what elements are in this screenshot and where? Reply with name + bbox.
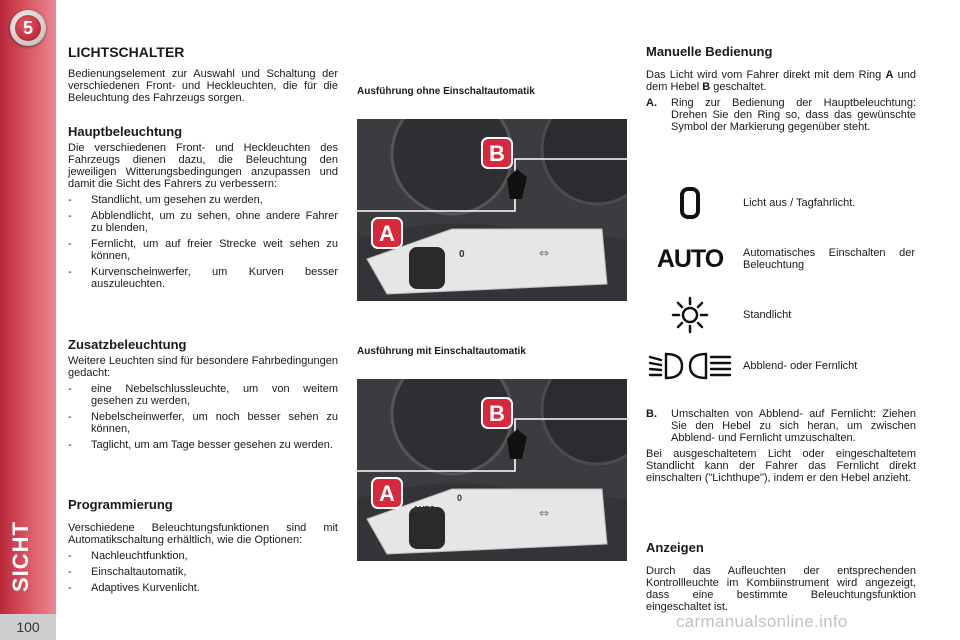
- lever-key: B: [702, 81, 711, 93]
- manual-item-b-block: B. Umschalten von Abblend- auf Fernlicht:…: [646, 408, 916, 484]
- label-a: A: [379, 481, 395, 506]
- intro-text: Bedienungselement zur Auswahl und Schalt…: [68, 68, 338, 104]
- chapter-badge: 5: [10, 10, 46, 46]
- zero-symbol-icon: [646, 180, 734, 226]
- list-item: A. Ring zur Bedienung der Hauptbeleuchtun…: [646, 97, 916, 133]
- additional-lighting-list: eine Nebelschlussleuchte, um von weitem …: [68, 383, 338, 451]
- headlight-icon: [646, 343, 734, 389]
- svg-text:⇔: ⇔: [539, 506, 549, 520]
- legend-row-off: Licht aus / Tagfahrlicht.: [646, 180, 916, 226]
- list-item: Nachleuchtfunktion,: [68, 550, 338, 562]
- list-item: B. Umschalten von Abblend- auf Fernlicht:…: [646, 408, 916, 444]
- intro-part: Das Licht wird vom Fahrer direkt mit dem…: [646, 69, 886, 81]
- svg-text:⇔: ⇔: [539, 246, 549, 260]
- chapter-number: 5: [15, 15, 41, 41]
- list-item: Standlicht, um gesehen zu werden,: [68, 194, 338, 206]
- manual-intro-block: Das Licht wird vom Fahrer direkt mit dem…: [646, 69, 916, 133]
- indicators-text: Durch das Aufleuchten der entsprechenden…: [646, 565, 916, 613]
- watermark: carmanualsonline.info: [676, 612, 848, 631]
- list-item: Einschaltautomatik,: [68, 566, 338, 578]
- intro-block: Bedienungselement zur Auswahl und Schalt…: [68, 68, 338, 104]
- additional-lighting-text: Weitere Leuchten sind für besondere Fahr…: [68, 355, 338, 379]
- figure1-caption: Ausführung ohne Einschaltautomatik: [357, 86, 535, 97]
- label-a: A: [379, 221, 395, 246]
- figure2-caption: Ausführung mit Einschaltautomatik: [357, 346, 526, 357]
- chapter-sidebar: [0, 0, 56, 640]
- figure-light-switch-standard: ⇔ 0 A B: [357, 119, 627, 301]
- list-item: Taglicht, um am Tage besser gesehen zu w…: [68, 439, 338, 451]
- item-text: Ring zur Bedienung der Hauptbeleuchtung:…: [671, 97, 916, 133]
- figure-light-switch-auto: ⇔ 0 AUTO A B: [357, 379, 627, 561]
- manual-item-a: A. Ring zur Bedienung der Hauptbeleuchtun…: [646, 97, 916, 133]
- programming-heading: Programmierung: [68, 497, 173, 512]
- label-b: B: [489, 401, 505, 426]
- item-key: B.: [646, 408, 657, 420]
- ring-zero-mark: 0: [457, 493, 462, 503]
- intro-part: und dem Hebel: [646, 69, 917, 93]
- manual-heading: Manuelle Bedienung: [646, 44, 773, 59]
- list-item: Kurvenscheinwerfer, um Kurven besser aus…: [68, 266, 338, 290]
- page-number: 100: [0, 614, 56, 640]
- legend-label: Licht aus / Tagfahrlicht.: [743, 197, 856, 209]
- item-text: Umschalten von Abblend- auf Fernlicht: Z…: [671, 408, 916, 444]
- auto-symbol-icon: AUTO: [646, 236, 734, 282]
- section-title: SICHT: [8, 521, 33, 592]
- label-b: B: [489, 141, 505, 166]
- legend-label: Abblend- oder Fernlicht: [743, 360, 858, 372]
- manual-item-b: B. Umschalten von Abblend- auf Fernlicht:…: [646, 408, 916, 444]
- label-a-badge: A: [371, 477, 403, 509]
- additional-lighting-heading: Zusatzbeleuchtung: [68, 337, 187, 352]
- flash-text: Bei ausgeschaltetem Licht oder eingescha…: [646, 448, 916, 484]
- label-b-badge: B: [481, 137, 513, 169]
- main-lighting-heading: Hauptbeleuchtung: [68, 124, 183, 139]
- label-b-badge: B: [481, 397, 513, 429]
- page-title: LICHTSCHALTER: [68, 44, 185, 60]
- list-item: Nebelscheinwerfer, um noch besser sehen …: [68, 411, 338, 435]
- ring-key: A: [885, 69, 894, 81]
- legend-row-parking: Standlicht: [646, 292, 916, 338]
- legend-row-auto: AUTO Automatisches Einschalten der Beleu…: [646, 236, 916, 282]
- programming-list: Nachleuchtfunktion, Einschaltautomatik, …: [68, 550, 338, 594]
- list-item: Fernlicht, um auf freier Strecke weit se…: [68, 238, 338, 262]
- item-key: A.: [646, 97, 657, 109]
- additional-lighting-block: Weitere Leuchten sind für besondere Fahr…: [68, 355, 338, 455]
- manual-intro: Das Licht wird vom Fahrer direkt mit dem…: [646, 69, 916, 93]
- label-a-badge: A: [371, 217, 403, 249]
- indicators-heading: Anzeigen: [646, 540, 704, 555]
- auto-symbol-text: AUTO: [656, 244, 724, 273]
- indicators-block: Durch das Aufleuchten der entsprechenden…: [646, 565, 916, 613]
- ring-auto-mark: AUTO: [413, 505, 436, 514]
- list-item: Abblendlicht, um zu sehen, ohne andere F…: [68, 210, 338, 234]
- programming-text: Verschiedene Beleuchtungsfunktionen sind…: [68, 522, 338, 546]
- legend-row-headlight: Abblend- oder Fernlicht: [646, 343, 916, 389]
- list-item: Adaptives Kurvenlicht.: [68, 582, 338, 594]
- intro-part: geschaltet.: [710, 81, 767, 93]
- main-lighting-block: Die verschiedenen Front- und Heckleuchte…: [68, 142, 338, 294]
- ring-zero-mark: 0: [459, 249, 465, 260]
- list-item: eine Nebelschlussleuchte, um von weitem …: [68, 383, 338, 407]
- legend-label: Standlicht: [743, 309, 792, 321]
- programming-block: Verschiedene Beleuchtungsfunktionen sind…: [68, 522, 338, 598]
- legend-label: Automatisches Einschalten der Beleuchtun…: [743, 247, 915, 271]
- main-lighting-list: Standlicht, um gesehen zu werden, Abblen…: [68, 194, 338, 290]
- main-lighting-text: Die verschiedenen Front- und Heckleuchte…: [68, 142, 338, 190]
- parking-light-icon: [646, 292, 734, 338]
